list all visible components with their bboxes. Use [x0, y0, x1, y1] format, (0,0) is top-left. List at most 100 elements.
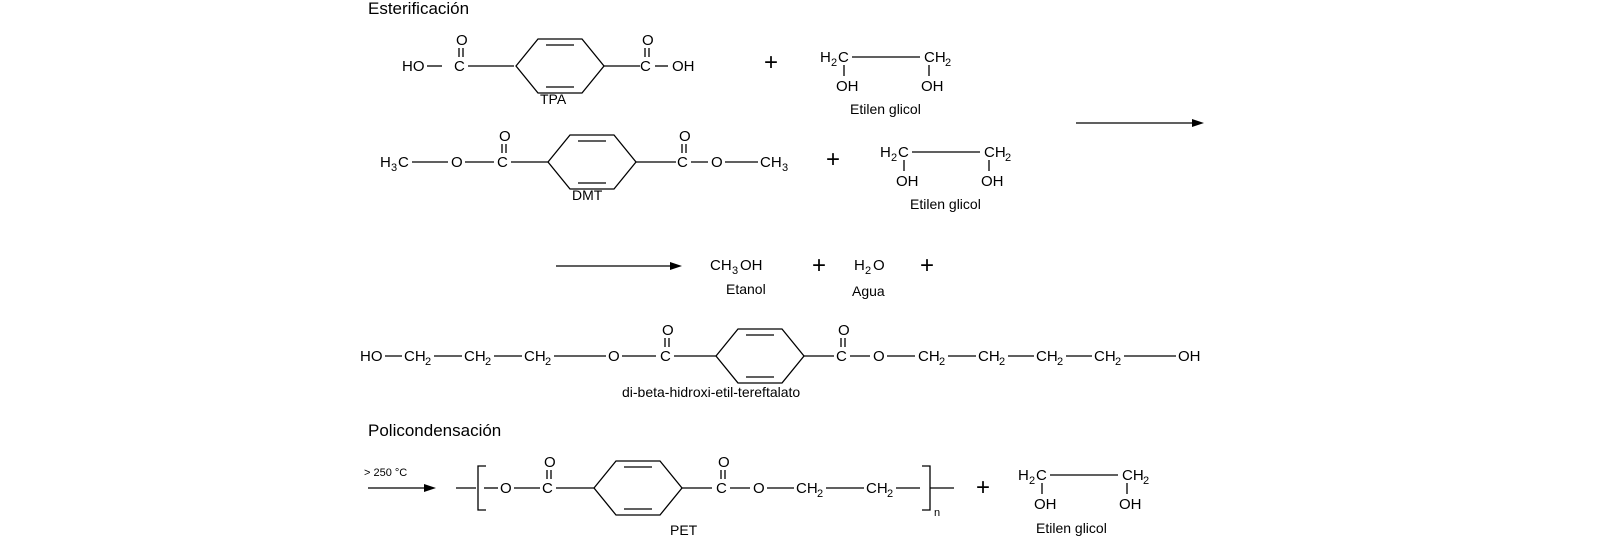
svg-text:2: 2	[485, 356, 491, 368]
label-tpa: TPA	[540, 91, 567, 107]
svg-text:O: O	[642, 32, 654, 49]
svg-text:O: O	[456, 32, 468, 49]
svg-text:C: C	[398, 154, 409, 171]
svg-text:2: 2	[999, 356, 1005, 368]
svg-text:2: 2	[831, 57, 837, 69]
svg-text:O: O	[662, 322, 674, 339]
svg-text:C: C	[454, 58, 465, 75]
svg-text:OH: OH	[1178, 348, 1201, 365]
svg-text:H: H	[820, 49, 831, 66]
svg-text:OH: OH	[921, 78, 944, 95]
label-glycol-2: Etilen glicol	[910, 196, 981, 212]
pet-polymer: O C O C O O CH 2 CH 2 n PET	[456, 454, 954, 538]
tpa-molecule: HO C O C O OH TPA	[402, 32, 695, 107]
svg-text:O: O	[500, 480, 512, 497]
temperature-condition: > 250 °C	[364, 467, 407, 479]
svg-text:H: H	[880, 144, 891, 161]
reaction-arrow-3	[368, 484, 436, 492]
svg-text:HO: HO	[360, 348, 383, 365]
svg-text:CH: CH	[710, 257, 732, 274]
svg-text:2: 2	[1057, 356, 1063, 368]
svg-text:H: H	[854, 257, 865, 274]
svg-text:H: H	[380, 154, 391, 171]
svg-text:CH: CH	[978, 348, 1000, 365]
svg-text:C: C	[677, 154, 688, 171]
benzene-ring-pet	[593, 460, 683, 516]
svg-text:OH: OH	[1119, 496, 1142, 513]
label-methanol: Etanol	[726, 281, 766, 297]
svg-text:OH: OH	[896, 173, 919, 190]
svg-text:O: O	[711, 154, 723, 171]
svg-text:2: 2	[1115, 356, 1121, 368]
svg-text:O: O	[608, 348, 620, 365]
svg-text:2: 2	[425, 356, 431, 368]
methanol: CH 3 OH Etanol	[710, 257, 766, 297]
water: H 2 O Agua	[852, 257, 885, 299]
svg-text:2: 2	[1143, 475, 1149, 487]
reaction-arrow-2	[556, 262, 682, 270]
svg-text:3: 3	[782, 162, 788, 174]
svg-text:CH: CH	[404, 348, 426, 365]
svg-text:C: C	[640, 58, 651, 75]
svg-text:O: O	[753, 480, 765, 497]
svg-text:3: 3	[732, 265, 738, 277]
reaction-arrow-1	[1076, 119, 1204, 127]
svg-text:2: 2	[817, 488, 823, 500]
svg-text:2: 2	[939, 356, 945, 368]
benzene-ring-bhet	[715, 328, 805, 384]
svg-text:2: 2	[891, 152, 897, 164]
svg-text:OH: OH	[672, 58, 695, 75]
svg-text:CH: CH	[464, 348, 486, 365]
svg-text:C: C	[660, 348, 671, 365]
label-water: Agua	[852, 283, 885, 299]
svg-text:OH: OH	[1034, 496, 1057, 513]
plus-sign: +	[812, 252, 826, 279]
svg-text:n: n	[934, 507, 940, 519]
plus-sign: +	[826, 146, 840, 173]
bhet-molecule: HO CH 2 CH 2 CH 2 O C O C O O CH 2 CH 2 …	[360, 322, 1201, 400]
label-glycol-1: Etilen glicol	[850, 101, 921, 117]
svg-text:2: 2	[1005, 152, 1011, 164]
svg-text:2: 2	[887, 488, 893, 500]
plus-sign: +	[976, 474, 990, 501]
label-bhet: di-beta-hidroxi-etil-tereftalato	[622, 384, 800, 400]
label-glycol-3: Etilen glicol	[1036, 520, 1107, 536]
svg-text:CH: CH	[1094, 348, 1116, 365]
svg-text:O: O	[718, 454, 730, 471]
svg-text:C: C	[716, 480, 727, 497]
svg-text:3: 3	[391, 162, 397, 174]
dmt-molecule: H 3 C O C O C O O CH 3 DMT	[380, 128, 788, 203]
svg-text:CH: CH	[524, 348, 546, 365]
svg-text:2: 2	[545, 356, 551, 368]
ethylene-glycol-2: H 2 C CH 2 OH OH Etilen glicol	[880, 144, 1011, 212]
svg-text:C: C	[836, 348, 847, 365]
ethylene-glycol-3: H 2 C CH 2 OH OH Etilen glicol	[1018, 467, 1149, 536]
svg-text:CH: CH	[918, 348, 940, 365]
svg-text:H: H	[1018, 467, 1029, 484]
plus-sign: +	[764, 49, 778, 76]
svg-text:2: 2	[1029, 475, 1035, 487]
svg-text:O: O	[679, 128, 691, 145]
label-pet: PET	[670, 522, 698, 538]
svg-text:CH: CH	[1122, 467, 1144, 484]
svg-text:C: C	[838, 49, 849, 66]
svg-text:CH: CH	[984, 144, 1006, 161]
svg-text:C: C	[898, 144, 909, 161]
svg-text:OH: OH	[740, 257, 763, 274]
svg-text:O: O	[499, 128, 511, 145]
plus-sign: +	[920, 252, 934, 279]
svg-text:CH: CH	[866, 480, 888, 497]
svg-text:O: O	[451, 154, 463, 171]
ethylene-glycol-1: H 2 O C CH 2 OH OH Etilen glicol	[820, 49, 951, 117]
section-title-esterification: Esterificación	[368, 0, 469, 18]
svg-text:O: O	[873, 348, 885, 365]
section-title-polycondensation: Policondensación	[368, 421, 501, 440]
svg-text:O: O	[544, 454, 556, 471]
svg-text:HO: HO	[402, 58, 425, 75]
svg-text:CH: CH	[796, 480, 818, 497]
svg-text:CH: CH	[924, 49, 946, 66]
svg-text:C: C	[542, 480, 553, 497]
svg-text:OH: OH	[981, 173, 1004, 190]
benzene-ring-tpa	[515, 38, 605, 94]
